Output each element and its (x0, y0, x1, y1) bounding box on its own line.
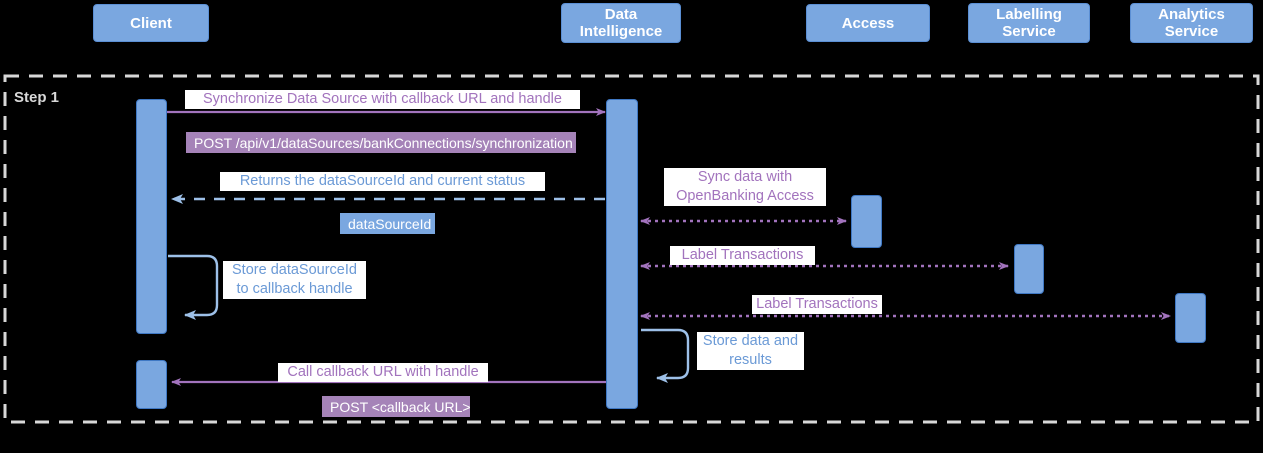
participant-header-data-intelligence[interactable]: Data Intelligence (561, 3, 681, 43)
participant-label-data-intelligence: Data Intelligence (579, 6, 663, 40)
step-group-label: Step 1 (14, 89, 60, 106)
activation-client-2 (136, 360, 167, 409)
activation-data-intelligence (606, 99, 638, 409)
participant-header-labelling-service[interactable]: Labelling Service (968, 3, 1090, 43)
activation-labelling-service (1014, 244, 1044, 294)
participant-label-analytics-service: Analytics Service (1158, 6, 1225, 40)
message-label-m7: Store data and results (697, 332, 804, 370)
message-label-m1: Synchronize Data Source with callback UR… (185, 90, 580, 109)
message-label-m4: Store dataSourceId to callback handle (223, 261, 366, 299)
message-label-m5: Label Transactions (670, 246, 815, 265)
participant-header-client[interactable]: Client (93, 4, 209, 42)
message-label-m2: Returns the dataSourceId and current sta… (220, 172, 545, 191)
participant-header-access[interactable]: Access (806, 4, 930, 42)
participant-label-access: Access (841, 14, 895, 32)
participant-header-analytics-service[interactable]: Analytics Service (1130, 3, 1253, 43)
message-selfloop-m4 (168, 254, 219, 320)
message-note-m2: dataSourceId (340, 213, 435, 234)
message-note-m1: POST /api/v1/dataSources/bankConnections… (186, 132, 576, 153)
message-label-m3: Sync data with OpenBanking Access (664, 168, 826, 206)
message-selfloop-m7 (641, 328, 690, 383)
participant-label-client: Client (130, 14, 172, 32)
activation-client-1 (136, 99, 167, 334)
activation-analytics-service (1175, 293, 1206, 343)
activation-access (851, 195, 882, 248)
message-label-m8: Call callback URL with handle (278, 363, 488, 382)
message-label-m6: Label Transactions (752, 295, 882, 314)
step-group-frame (3, 74, 1260, 424)
participant-label-labelling-service: Labelling Service (996, 6, 1062, 40)
message-note-m8: POST <callback URL> (322, 396, 471, 417)
